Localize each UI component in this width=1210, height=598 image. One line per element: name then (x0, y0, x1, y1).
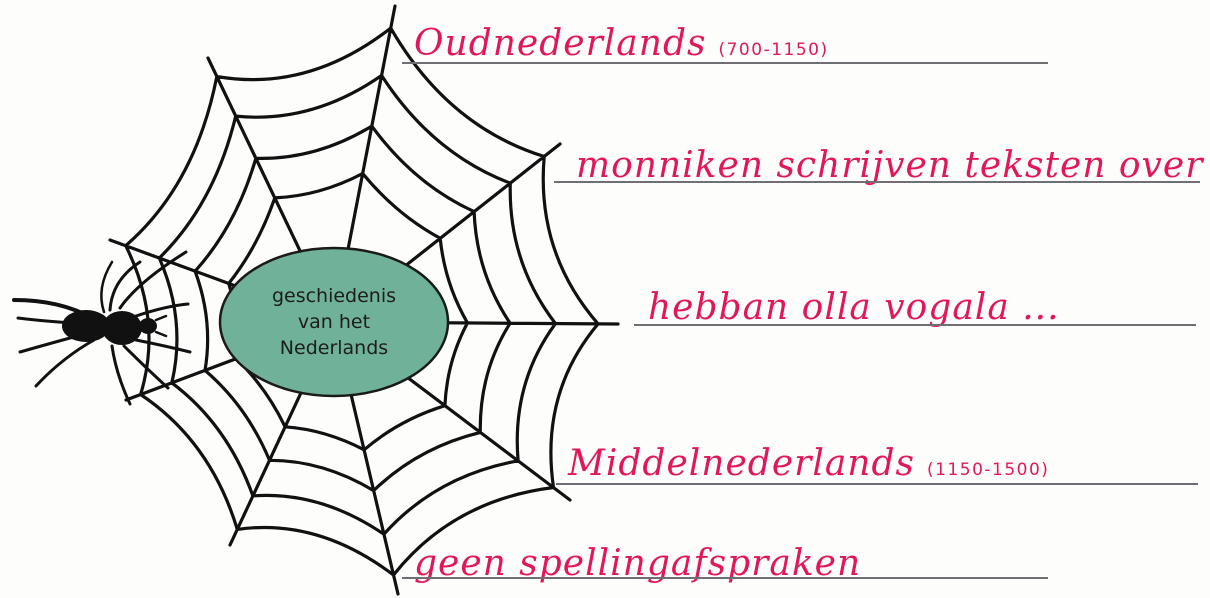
note-dates: (1150-1500) (927, 460, 1050, 480)
writing-line (556, 483, 1198, 485)
note-spelling: geen spellingafspraken (414, 544, 861, 584)
note-text: monniken schrijven teksten over (576, 145, 1204, 186)
note-text: hebban olla vogala ... (648, 287, 1060, 328)
center-topic-label: geschiedenis van het Nederlands (222, 262, 446, 382)
writing-line (634, 324, 1196, 326)
center-ellipse (218, 246, 450, 398)
writing-line (402, 577, 1048, 579)
note-dates: (700-1150) (718, 40, 829, 60)
writing-line (402, 62, 1048, 64)
note-text: Middelnederlands (568, 443, 916, 484)
writing-line (554, 181, 1200, 183)
note-middelnederlands: Middelnederlands (1150-1500) (568, 444, 1049, 490)
web-threads (108, 4, 620, 596)
note-monniken: monniken schrijven teksten over (576, 146, 1203, 186)
center-topic-line-1: geschiedenis (271, 285, 397, 307)
center-topic-line-2: van het (297, 311, 371, 333)
spider-icon (12, 250, 192, 406)
spider-web (108, 4, 620, 596)
note-text: geen spellingafspraken (414, 543, 862, 584)
center-topic-line-3: Nederlands (279, 337, 389, 359)
note-text: Oudnederlands (414, 23, 707, 64)
note-oudnederlands: Oudnederlands (700-1150) (414, 24, 829, 70)
note-hebban: hebban olla vogala ... (648, 288, 1060, 328)
